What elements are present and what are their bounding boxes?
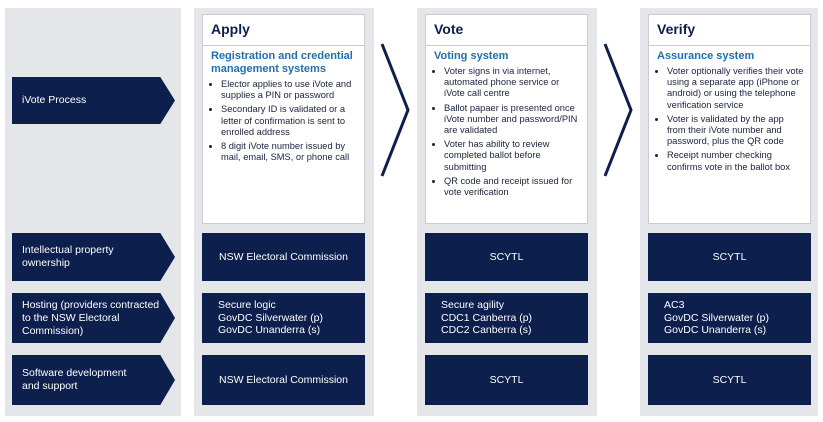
vote-software-text: SCYTL	[489, 373, 524, 386]
verify-hosting-line: GovDC Unanderra (s)	[664, 324, 767, 336]
verify-bullet: Voter is validated by the app from their…	[667, 114, 804, 148]
vote-hosting-line: Secure agility	[441, 299, 505, 311]
chevron-right-icon	[603, 43, 633, 177]
apply-ip-text: NSW Electoral Commission	[219, 250, 348, 263]
row-label-process-text: iVote Process	[22, 94, 87, 106]
vote-panel: Vote Voting system Voter signs in via in…	[425, 14, 588, 224]
vote-software-cell: SCYTL	[425, 355, 588, 405]
vote-divider	[426, 45, 587, 46]
apply-hosting-line: GovDC Unanderra (s)	[218, 324, 321, 336]
chevron-right-icon	[380, 43, 410, 177]
row-label-software-text: Software development and support	[22, 367, 127, 392]
verify-software-cell: SCYTL	[648, 355, 811, 405]
apply-hosting-cell: Secure logic GovDC Silverwater (p) GovDC…	[202, 293, 365, 343]
vote-bullet-list: Voter signs in via internet, automated p…	[426, 66, 587, 198]
apply-software-cell: NSW Electoral Commission	[202, 355, 365, 405]
vote-bullet: Voter has ability to review completed ba…	[444, 139, 581, 173]
apply-hosting-line: GovDC Silverwater (p)	[218, 311, 324, 324]
row-label-ip: Intellectual property ownership	[12, 233, 175, 281]
vote-subtitle: Voting system	[434, 50, 509, 62]
verify-title: Verify	[657, 21, 696, 37]
apply-software-text: NSW Electoral Commission	[219, 373, 348, 386]
row-label-software: Software development and support	[12, 355, 175, 405]
vote-ip-cell: SCYTL	[425, 233, 588, 281]
apply-hosting-line: Secure logic	[218, 299, 276, 311]
vote-hosting-line: CDC2 Canberra (s)	[441, 324, 532, 336]
verify-subtitle: Assurance system	[657, 50, 755, 62]
vote-bullet: Ballot papaer is presented once iVote nu…	[444, 103, 581, 137]
vote-bullet: QR code and receipt issued for vote veri…	[444, 176, 581, 198]
row-label-hosting: Hosting (providers contracted to the NSW…	[12, 293, 175, 343]
verify-hosting-line: AC3	[664, 299, 685, 311]
apply-bullet: 8 digit iVote number issued by mail, ema…	[221, 141, 358, 163]
verify-bullet: Receipt number checking confirms vote in…	[667, 150, 804, 172]
apply-bullet: Secondary ID is validated or a letter of…	[221, 104, 358, 138]
vote-hosting-cell: Secure agility CDC1 Canberra (p) CDC2 Ca…	[425, 293, 588, 343]
verify-bullet-list: Voter optionally verifies their vote usi…	[649, 66, 810, 173]
verify-ip-cell: SCYTL	[648, 233, 811, 281]
verify-software-text: SCYTL	[712, 373, 747, 386]
row-label-hosting-text: Hosting (providers contracted to the NSW…	[22, 298, 160, 337]
verify-panel: Verify Assurance system Voter optionally…	[648, 14, 811, 224]
vote-bullet: Voter signs in via internet, automated p…	[444, 66, 581, 100]
row-labels-background	[5, 8, 181, 416]
apply-title: Apply	[211, 21, 250, 37]
apply-bullet: Elector applies to use iVote and supplie…	[221, 79, 358, 101]
vote-ip-text: SCYTL	[489, 250, 524, 263]
apply-ip-cell: NSW Electoral Commission	[202, 233, 365, 281]
apply-subtitle: Registration and credential management s…	[211, 50, 353, 75]
apply-panel: Apply Registration and credential manage…	[202, 14, 365, 224]
row-label-process: iVote Process	[12, 77, 175, 124]
apply-divider	[203, 45, 364, 46]
verify-hosting-cell: AC3 GovDC Silverwater (p) GovDC Unanderr…	[648, 293, 811, 343]
vote-title: Vote	[434, 21, 464, 37]
verify-divider	[649, 45, 810, 46]
row-label-ip-text: Intellectual property ownership	[22, 244, 114, 269]
apply-bullet-list: Elector applies to use iVote and supplie…	[203, 79, 364, 163]
verify-bullet: Voter optionally verifies their vote usi…	[667, 66, 804, 111]
verify-ip-text: SCYTL	[712, 250, 747, 263]
verify-hosting-line: GovDC Silverwater (p)	[664, 311, 770, 324]
vote-hosting-line: CDC1 Canberra (p)	[441, 311, 533, 324]
